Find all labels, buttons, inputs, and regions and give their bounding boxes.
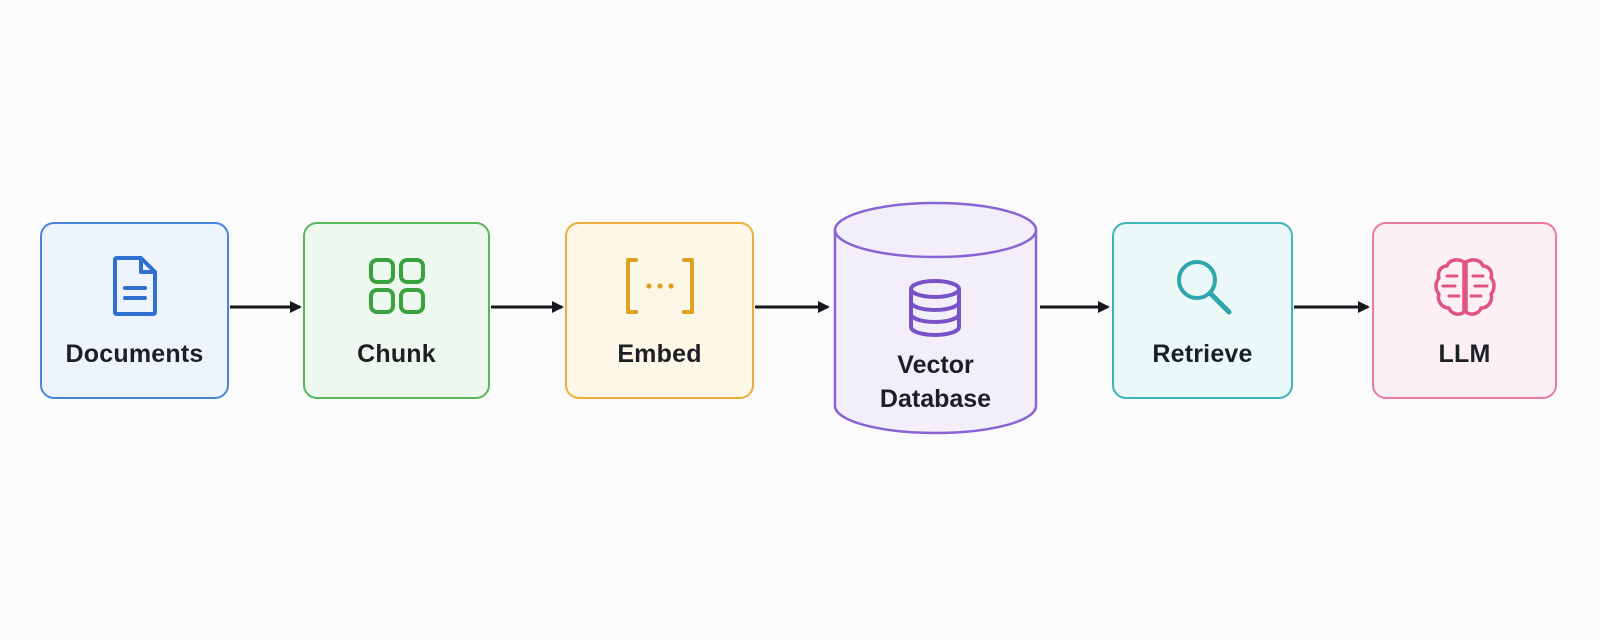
cylinder-shape [833,201,1038,435]
node-label: Embed [617,340,702,368]
search-icon [1176,260,1231,315]
node-embed: Embed [565,222,754,399]
document-icon [112,256,157,316]
node-label: Vector Database [832,348,1039,416]
brain-icon [1433,258,1496,316]
node-label-line2: Database [879,385,992,413]
node-documents: Documents [40,222,229,399]
node-label: Chunk [357,340,436,368]
node-label: LLM [1438,340,1491,368]
node-vector-database: Vector Database [832,200,1039,440]
node-chunk: Chunk [303,222,490,399]
node-label: Documents [65,340,204,368]
brackets-icon [625,258,694,314]
node-label: Retrieve [1152,340,1253,368]
node-retrieve: Retrieve [1112,222,1293,399]
node-llm: LLM [1372,222,1557,399]
grid-icon [368,258,425,314]
node-label-line1: Vector [897,351,974,379]
database-icon [909,279,961,337]
